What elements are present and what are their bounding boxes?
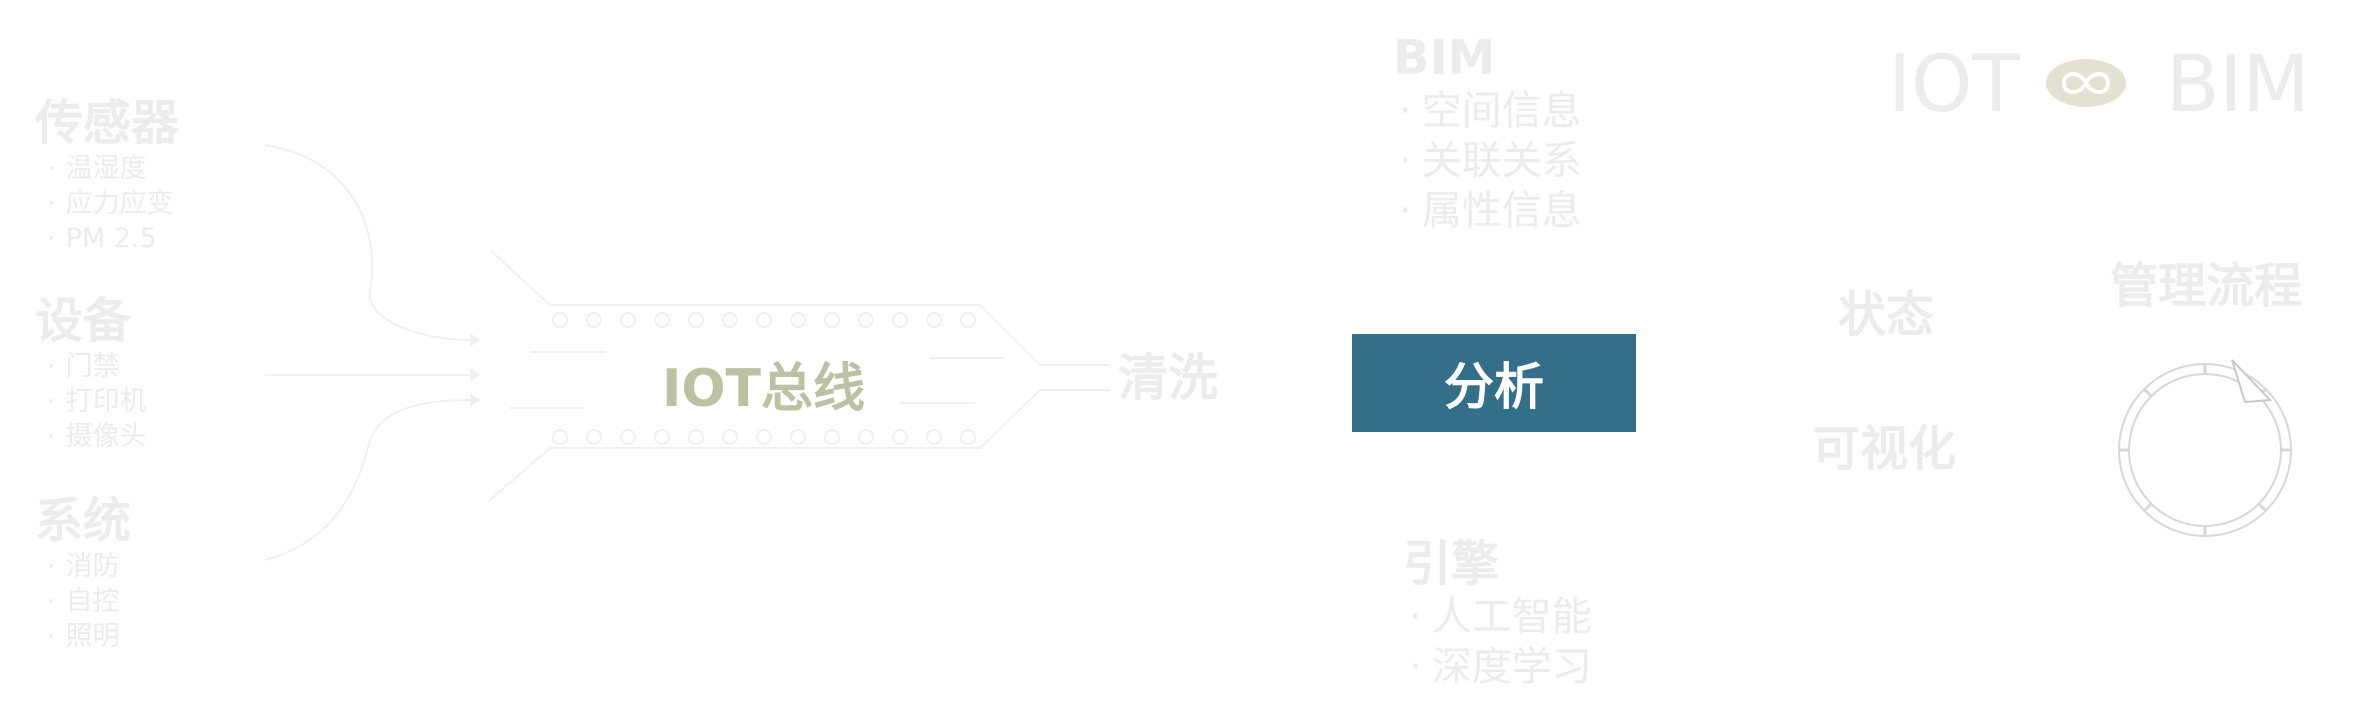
source-systems: 系统 消防 自控 照明 [35,493,131,654]
bus-dot [756,312,772,328]
bus-dot [960,312,976,328]
bim-block: BIM 空间信息 关联关系 属性信息 [1393,30,1582,236]
infinity-icon [2046,59,2126,107]
iot-bus-label: IOT总线 [662,359,866,419]
list-item: PM 2.5 [47,221,179,256]
visual-label: 可视化 [1812,421,1957,477]
bus-dot [858,312,874,328]
bus-dot [586,429,602,445]
list-item: 人工智能 [1409,592,1592,642]
connector-system-arrowhead [470,393,480,407]
bus-dot [654,312,670,328]
bus-dot [824,429,840,445]
list-item: 照明 [47,619,131,654]
bus-dot [722,312,738,328]
source-items: 消防 自控 照明 [47,549,131,654]
list-item: 摄像头 [47,419,147,454]
wash-label: 清洗 [1118,349,1218,407]
source-title: 传感器 [35,95,180,151]
bus-dot [790,429,806,445]
list-item: 打印机 [47,384,147,419]
bus-dots [552,312,976,445]
brand-iot: IOT [1888,40,2021,130]
list-item: 深度学习 [1409,642,1592,692]
source-items: 门禁 打印机 摄像头 [47,349,147,454]
connector-sensor-arrowhead [470,333,480,347]
bus-dot [552,429,568,445]
source-items: 温湿度 应力应变 PM 2.5 [47,151,179,256]
bus-dot [620,312,636,328]
bus-dot [790,312,806,328]
list-item: 空间信息 [1399,86,1582,136]
bim-title: BIM [1393,30,1496,86]
brand-bim: BIM [2166,40,2310,130]
engine-title: 引擎 [1403,536,1500,592]
connector-device-arrowhead [470,368,480,382]
source-title: 系统 [35,493,132,549]
bus-dot [892,429,908,445]
list-item: 温湿度 [47,151,179,186]
bus-dot [824,312,840,328]
engine-block: 引擎 人工智能 深度学习 [1403,536,1592,692]
bus-dot [620,429,636,445]
list-item: 消防 [47,549,131,584]
bus-dot [926,312,942,328]
list-item: 应力应变 [47,186,179,221]
connector-sensor [264,144,471,341]
source-title: 设备 [35,293,132,349]
engine-items: 人工智能 深度学习 [1409,592,1592,692]
bus-dot [552,312,568,328]
bus-dot [688,429,704,445]
list-item: 属性信息 [1399,186,1582,236]
bus-dot [756,429,772,445]
list-item: 自控 [47,584,131,619]
list-item: 关联关系 [1399,136,1582,186]
source-devices: 设备 门禁 打印机 摄像头 [35,293,147,454]
list-item: 门禁 [47,349,147,384]
bus-dot [654,429,670,445]
bim-items: 空间信息 关联关系 属性信息 [1399,86,1582,236]
bus-dot [960,429,976,445]
bus-dot [892,312,908,328]
connector-system [264,399,471,561]
bus-dot [926,429,942,445]
analyze-box: 分析 [1352,334,1636,432]
source-sensors: 传感器 温湿度 应力应变 PM 2.5 [35,95,179,256]
bus-outline [489,249,1110,501]
bus-dot [858,429,874,445]
bus-dot [722,429,738,445]
state-label: 状态 [1838,287,1935,343]
process-cycle-icon [2118,359,2292,537]
bus-dot [688,312,704,328]
bus-dot [586,312,602,328]
process-label: 管理流程 [2110,258,2303,314]
